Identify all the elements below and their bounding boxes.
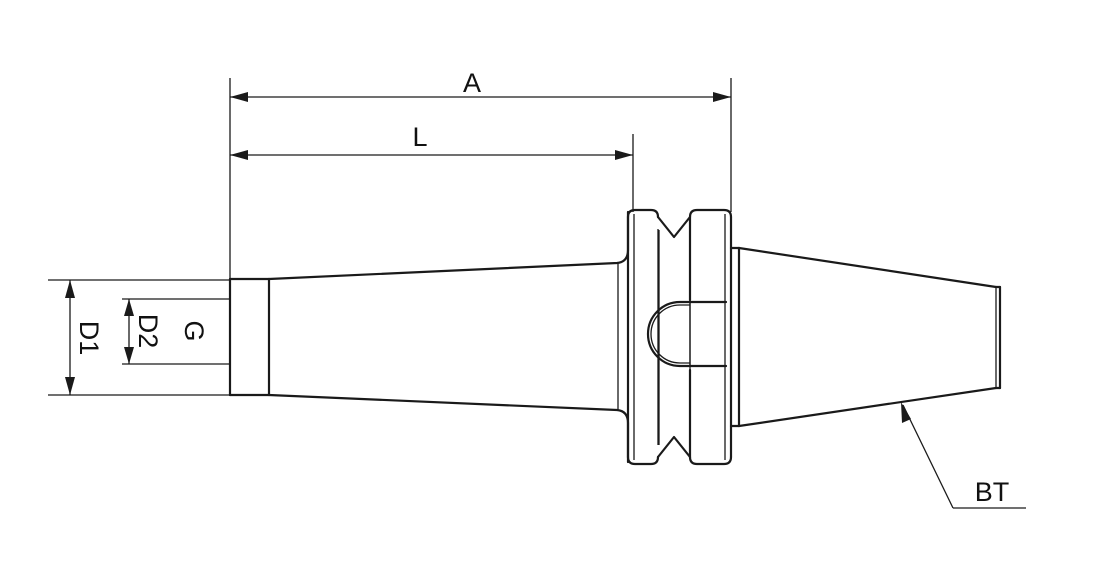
nose-ring	[228, 277, 271, 397]
flange	[626, 208, 733, 466]
thread-g-label: G	[179, 320, 209, 341]
dimension-l: L	[230, 122, 634, 212]
dimension-d2-label: D2	[133, 314, 163, 349]
dimension-a-label: A	[463, 68, 481, 98]
shank-body	[267, 210, 630, 464]
dimension-d1: D1	[48, 279, 230, 396]
bt-label: BT	[975, 477, 1010, 507]
bt-leader: BT	[901, 402, 1026, 509]
dimension-l-label: L	[412, 122, 427, 152]
dimension-d2: D2 G	[122, 298, 230, 365]
dimension-a: A	[229, 68, 732, 278]
bt-taper	[729, 246, 1002, 428]
dimension-d1-label: D1	[74, 321, 104, 356]
